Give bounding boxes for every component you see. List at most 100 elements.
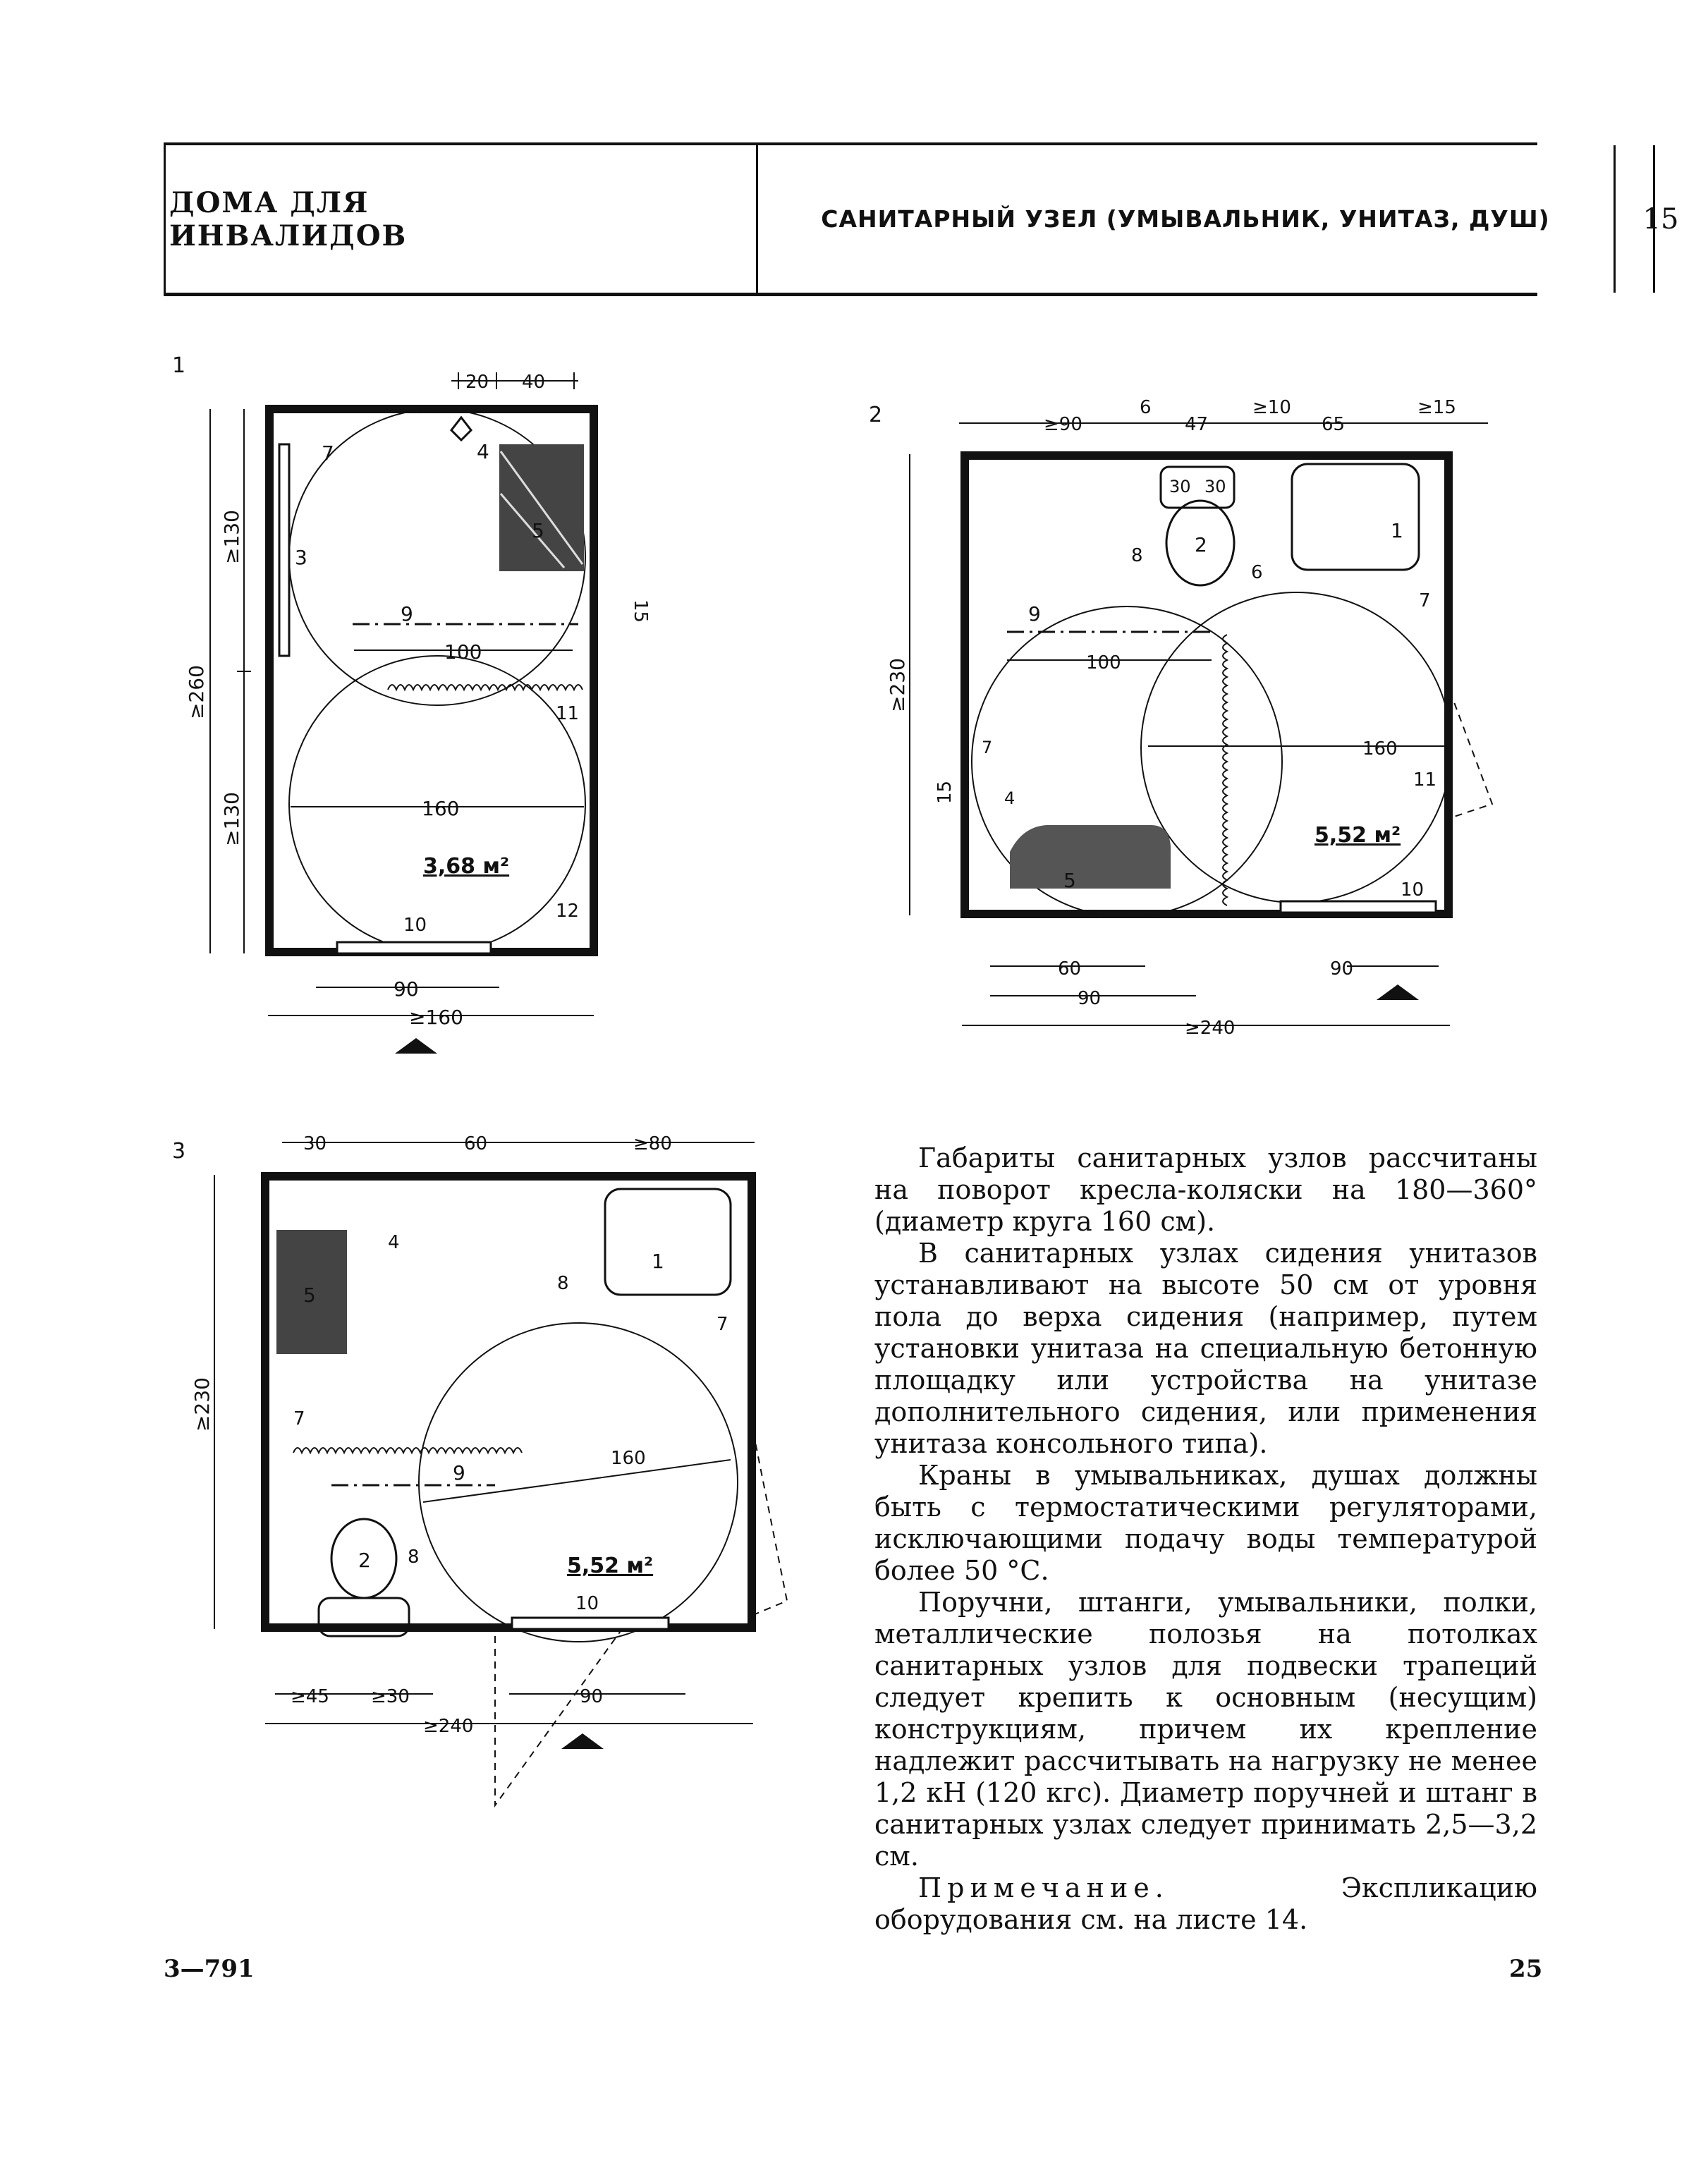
area-label: 3,68 м²: [423, 854, 509, 879]
label: 7: [293, 1408, 305, 1429]
shower-curtain: [293, 1447, 523, 1455]
dim-bottom-b: ≥30: [371, 1686, 410, 1707]
section-title: ДОМА ДЛЯ ИНВАЛИДОВ: [169, 185, 408, 252]
label: 7: [1419, 590, 1431, 611]
room-walls: [261, 1172, 756, 1632]
plan-number: 3: [172, 1139, 185, 1164]
dim-top-f: ≥15: [1417, 397, 1456, 418]
door-swing: [752, 1431, 788, 1616]
dim-top-b: 6: [1140, 397, 1152, 418]
entrance-arrow-icon: [395, 1038, 437, 1054]
page-number: 25: [1509, 1955, 1543, 1983]
label: 7: [716, 1314, 728, 1335]
dim-width: ≥160: [409, 1006, 463, 1029]
note-label: Примечание.: [918, 1872, 1169, 1903]
label: 8: [408, 1547, 420, 1568]
turning-circle: [1140, 592, 1452, 903]
footer-code: 3—791: [164, 1955, 255, 1983]
label: 12: [556, 901, 579, 922]
dim-toilet: 30: [1169, 477, 1191, 496]
header-divider: [756, 145, 758, 293]
entrance-arrow-icon: [1377, 984, 1419, 1000]
dim-door: 90: [394, 977, 419, 1001]
dim-top-c: 47: [1185, 414, 1208, 435]
label: 7: [982, 738, 992, 757]
dim-circle: 160: [611, 1448, 646, 1469]
dim-rail: 100: [1086, 652, 1121, 673]
label: 5: [532, 519, 544, 542]
label: 2: [358, 1549, 371, 1572]
label: 1: [652, 1250, 664, 1273]
label: 6: [1251, 562, 1263, 583]
shower-curtain: [387, 684, 583, 692]
door-swing: [1449, 690, 1494, 819]
plan-number: 1: [172, 353, 185, 378]
area-label: 5,52 м²: [567, 1554, 653, 1578]
label: 1: [1391, 519, 1403, 542]
dim-side: 15: [934, 781, 956, 804]
toilet-bowl-icon: [1165, 499, 1236, 587]
fold-down-seat: [336, 941, 492, 955]
label: 4: [477, 440, 489, 463]
label: 9: [453, 1461, 465, 1484]
header-divider: [1653, 145, 1655, 293]
grab-bar: [278, 443, 291, 657]
entrance-arrow-icon: [561, 1733, 604, 1749]
sheet-title: САНИТАРНЫЙ УЗЕЛ (УМЫВАЛЬНИК, УНИТАЗ, ДУШ…: [821, 205, 1550, 233]
note-text: Экспликацию оборудования см. на листе 14…: [874, 1872, 1537, 1935]
note: Примечание. Экспликацию оборудования см.…: [874, 1872, 1537, 1936]
label: 4: [1004, 788, 1015, 808]
label: 5: [1063, 869, 1076, 892]
dim-top-a: ≥90: [1044, 414, 1082, 435]
plan-1: 1 20 40 ≥260 ≥130 ≥130 15 9 100 160 3,68…: [172, 353, 651, 1054]
explanatory-text: Габариты санитарных узлов рассчитаны на …: [874, 1142, 1537, 1936]
dim-bottom-b: 90: [1078, 988, 1101, 1009]
label: 10: [575, 1593, 599, 1614]
dim-top-c: ≥80: [633, 1133, 672, 1154]
shower-head-icon: [450, 415, 472, 442]
plan-number: 2: [869, 403, 882, 427]
washbasin-icon: [1291, 463, 1420, 571]
label: 11: [556, 703, 579, 724]
fold-down-seat: [511, 1616, 670, 1630]
shower-curtain: [1222, 634, 1229, 906]
dim-bottom-a: ≥45: [291, 1686, 329, 1707]
dim-bottom-a: 60: [1058, 958, 1081, 980]
label: 4: [388, 1232, 400, 1253]
label: 8: [557, 1273, 569, 1294]
label: 3: [295, 546, 307, 569]
dim-bottom-c: 90: [1330, 958, 1353, 980]
room-walls: [960, 451, 1453, 918]
fold-down-seat: [1279, 900, 1437, 914]
dim-circle: 160: [1362, 738, 1398, 760]
dim-door: 90: [580, 1686, 603, 1707]
plan-2: 2 ≥90 6 47 ≥10 65 ≥15 ≥230 15 30 30 2 1 …: [869, 397, 1494, 1039]
dim-toilet-b: 30: [1204, 477, 1226, 496]
dim-left: ≥230: [190, 1377, 214, 1432]
paragraph: Краны в умывальниках, душах должны быть …: [874, 1460, 1537, 1586]
dim-left-lower: ≥130: [220, 792, 243, 846]
dim-width: ≥240: [423, 1716, 473, 1737]
dim-top-a: 20: [465, 372, 489, 393]
shower-seat: [276, 1230, 347, 1354]
dim-left-total: ≥260: [185, 665, 208, 719]
header-divider: [164, 145, 166, 293]
dim-top-d: ≥10: [1252, 397, 1291, 418]
plan-3: 3 30 60 ≥80 ≥230 5 1 160 9 5,52 м² 2 10 …: [172, 1133, 788, 1808]
label: 9: [1028, 602, 1041, 626]
header-divider: [1614, 145, 1616, 293]
label: 2: [1195, 533, 1207, 556]
dim-top-b: 60: [464, 1133, 487, 1154]
label: 10: [1401, 879, 1424, 901]
dim-left: ≥230: [886, 658, 909, 712]
page-header: ДОМА ДЛЯ ИНВАЛИДОВ САНИТАРНЫЙ УЗЕЛ (УМЫВ…: [164, 142, 1678, 296]
dim-top-a: 30: [303, 1133, 327, 1154]
dim-circle: 160: [422, 797, 459, 820]
turning-circle: [418, 1322, 738, 1642]
label: 8: [1131, 545, 1143, 566]
toilet-tank: [1159, 465, 1236, 509]
label: 11: [1413, 769, 1436, 791]
area-label: 5,52 м²: [1314, 823, 1401, 848]
paragraph: Поручни, штанги, умывальники, полки, мет…: [874, 1587, 1537, 1872]
label: 10: [403, 915, 427, 936]
